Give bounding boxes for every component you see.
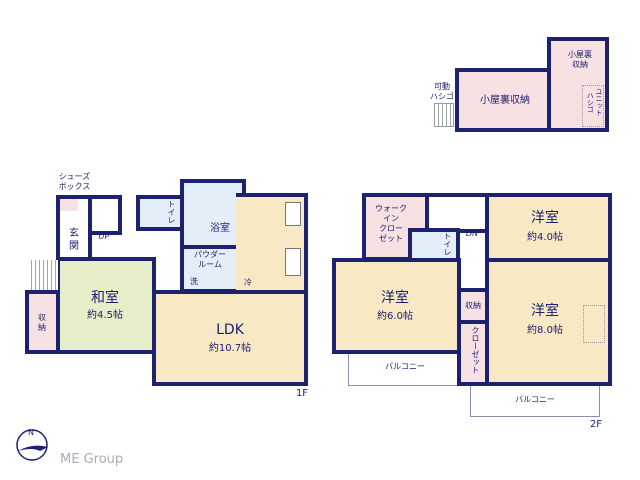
floor1-label: 1F — [295, 388, 309, 399]
engawa — [28, 260, 58, 292]
attic-hatch — [583, 305, 605, 343]
ldk — [152, 290, 308, 386]
closet-label: クローゼット — [471, 326, 480, 374]
movable-ladder — [434, 103, 454, 127]
stairs-2f — [425, 193, 489, 233]
powder-room — [180, 245, 240, 293]
floor2-label: 2F — [589, 419, 603, 430]
compass-icon: N — [16, 428, 48, 461]
unit-ladder-label: ユニット ハシゴ — [586, 88, 603, 116]
room-4-size: 約4.0帖 — [527, 232, 563, 243]
toilet-1f-label: トイレ — [167, 200, 176, 224]
balcony-2-label: バルコニー — [515, 395, 555, 404]
shoes-box-label: シューズ ボックス — [58, 172, 91, 191]
attic-storage-room-1 — [455, 68, 551, 132]
bath-label: 浴室 — [210, 223, 230, 234]
room-8-label: 洋室 — [531, 303, 559, 319]
toilet-2f-label: トイレ — [443, 232, 452, 256]
storage-2f-label: 収納 — [465, 301, 481, 310]
storage-2f — [457, 288, 489, 324]
sink-icon — [285, 248, 301, 276]
western-room-4 — [485, 193, 612, 262]
washer-label: 洗 — [190, 277, 198, 286]
attic-storage-label-2: 小屋裏 収納 — [568, 50, 592, 69]
ldk-size: 約10.7帖 — [208, 343, 252, 354]
powder-room-label: パウダー ルーム — [194, 250, 226, 269]
balcony-1-label: バルコニー — [385, 362, 425, 371]
dn-label: DN — [465, 229, 479, 238]
toilet-1f — [136, 195, 184, 231]
western-room-8 — [485, 258, 612, 386]
movable-ladder-label: 可動 ハシゴ — [430, 82, 454, 101]
room-6-label: 洋室 — [381, 290, 409, 306]
stairs-1f — [88, 195, 122, 235]
room-6-size: 約6.0帖 — [377, 311, 413, 322]
walk-in-closet-label: ウォーク イン クロー ゼット — [375, 204, 407, 243]
toilet-2f — [408, 228, 460, 262]
brand-logo-text: ME Group — [60, 452, 124, 467]
washitsu-size: 約4.5帖 — [87, 310, 123, 321]
storage-1f-label: 収 納 — [38, 313, 46, 332]
unit-ladder — [582, 85, 604, 127]
western-room-6 — [332, 258, 461, 354]
fridge-label: 冷 — [244, 278, 252, 287]
shoes-box — [60, 199, 78, 211]
stove-icon — [285, 202, 301, 226]
room-4-label: 洋室 — [531, 210, 559, 226]
ldk-label: LDK — [216, 322, 244, 338]
entrance-label: 玄 関 — [69, 228, 79, 252]
storage-1f — [25, 290, 60, 354]
washitsu-label: 和室 — [91, 290, 119, 306]
attic-storage-room-2 — [547, 37, 609, 132]
attic-storage-label: 小屋裏収納 — [480, 95, 530, 106]
svg-text:N: N — [28, 428, 34, 437]
room-8-size: 約8.0帖 — [527, 325, 563, 336]
up-label: UP — [98, 232, 110, 241]
